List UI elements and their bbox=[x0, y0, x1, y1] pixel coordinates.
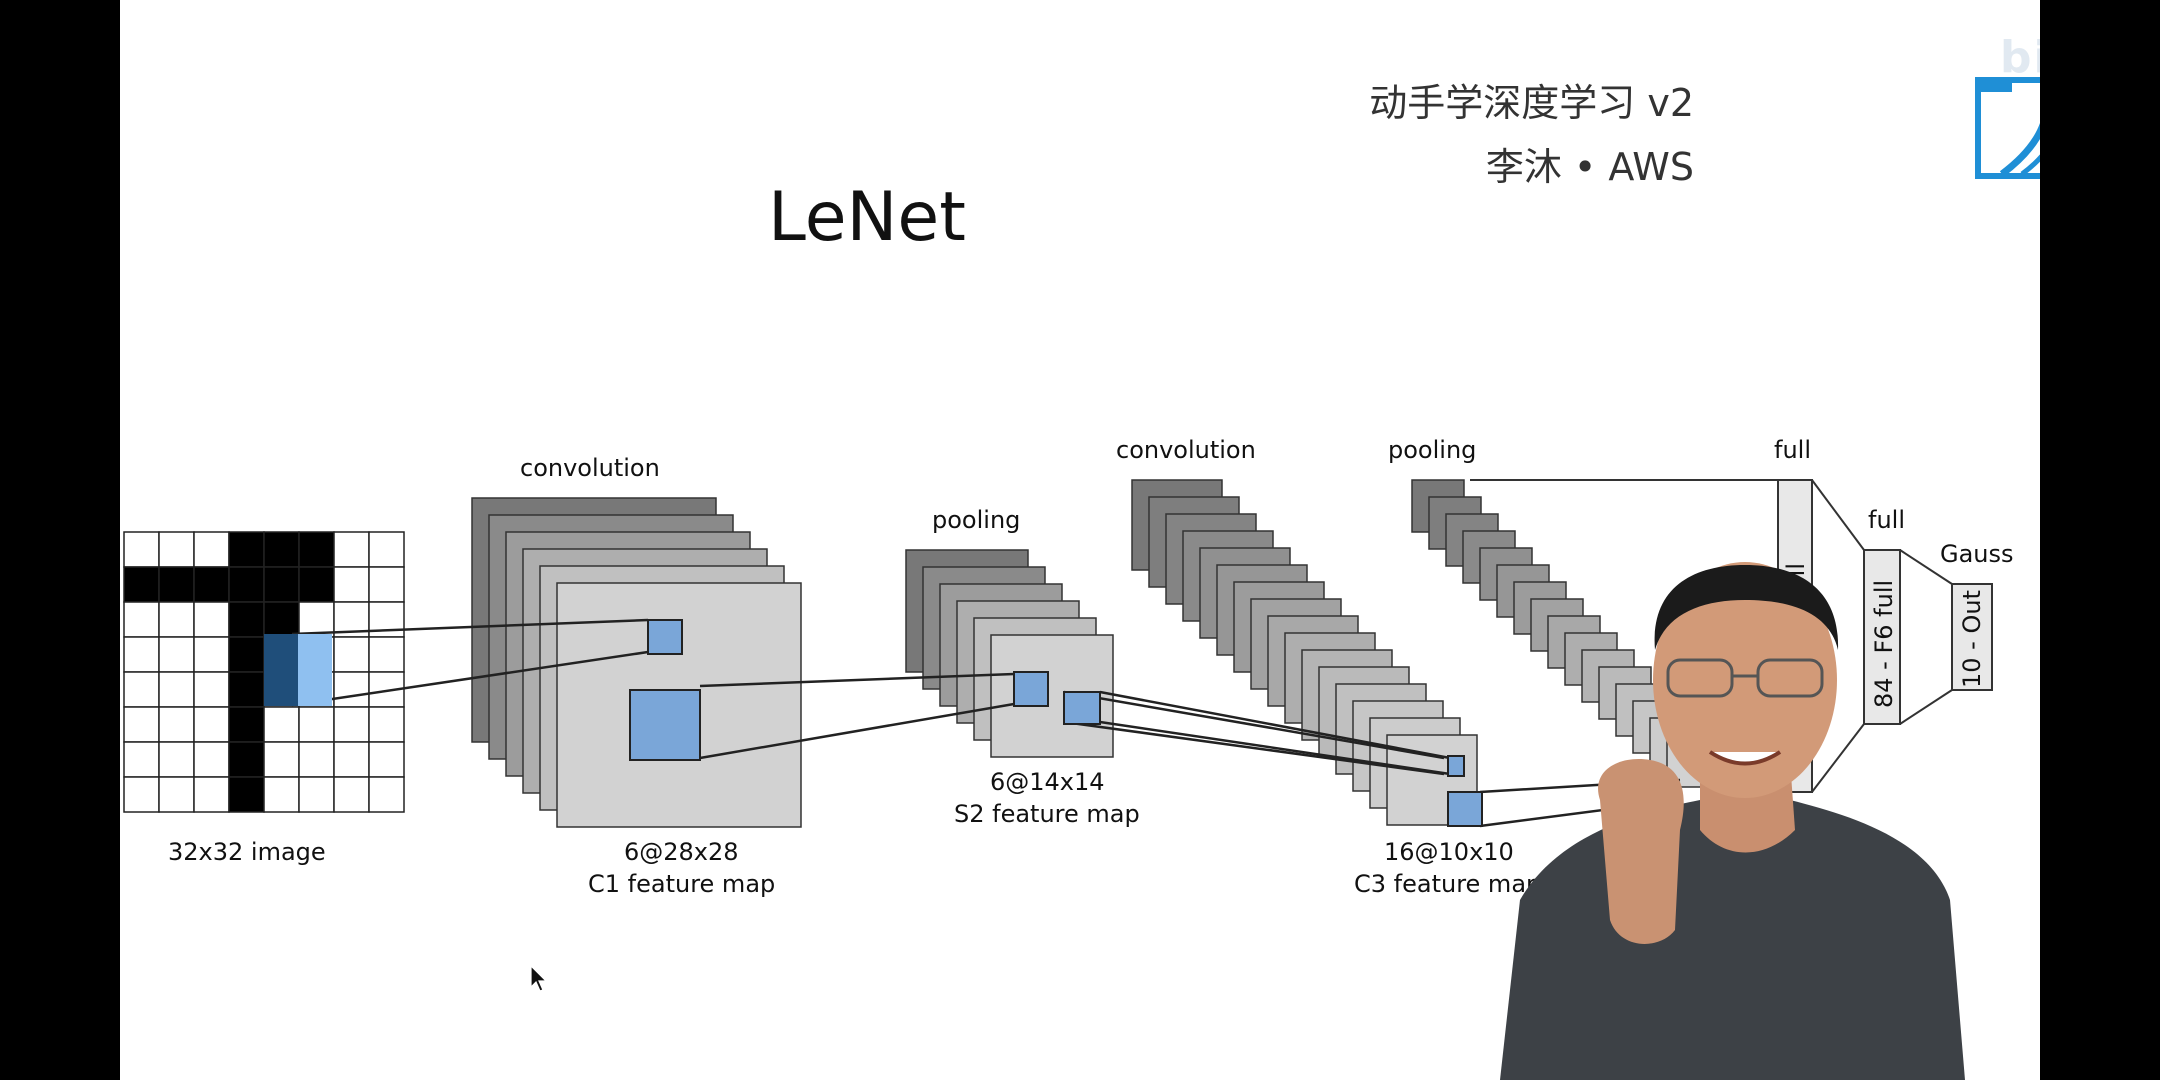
input-grid-cell bbox=[333, 636, 370, 673]
input-grid-cell bbox=[193, 741, 230, 778]
input-grid-cell bbox=[368, 636, 405, 673]
slide-title: LeNet bbox=[768, 178, 966, 257]
c3-size-caption: 16@10x10 bbox=[1384, 838, 1514, 866]
s2-kernel-b bbox=[1063, 691, 1101, 725]
slide: LeNet 动手学深度学习 v2 李沐 • AWS bilibili bbox=[120, 0, 2040, 1080]
presenter-hair bbox=[1654, 565, 1839, 650]
input-grid-cell bbox=[263, 741, 300, 778]
input-grid-cell bbox=[228, 566, 265, 603]
input-grid-cell bbox=[228, 706, 265, 743]
input-grid-cell bbox=[298, 601, 335, 638]
input-grid-cell bbox=[193, 531, 230, 568]
input-grid-cell bbox=[298, 776, 335, 813]
c1-name-caption: C1 feature map bbox=[588, 870, 775, 898]
bilibili-watermark: bilibili bbox=[2000, 32, 2040, 83]
conv2-label: convolution bbox=[1116, 436, 1256, 464]
input-grid-cell bbox=[123, 776, 160, 813]
input-grid-cell bbox=[298, 741, 335, 778]
s2-size-caption: 6@14x14 bbox=[990, 768, 1105, 796]
input-grid-cell bbox=[263, 776, 300, 813]
presenter-hand bbox=[1598, 759, 1684, 944]
mouse-cursor-icon bbox=[530, 965, 548, 992]
c3-kernel-b bbox=[1447, 791, 1483, 827]
input-grid-cell bbox=[193, 671, 230, 708]
conv1-label: convolution bbox=[520, 454, 660, 482]
c1-kernel-small bbox=[647, 619, 683, 655]
input-grid-cell bbox=[368, 776, 405, 813]
gauss-label: Gauss bbox=[1940, 540, 2014, 568]
input-grid-cell bbox=[368, 566, 405, 603]
c3-kernel-a bbox=[1447, 755, 1465, 777]
pool2-label: pooling bbox=[1388, 436, 1476, 464]
input-grid-cell bbox=[158, 531, 195, 568]
s2-kernel-a bbox=[1013, 671, 1049, 707]
input-receptive-field bbox=[264, 634, 298, 706]
input-grid-cell bbox=[158, 636, 195, 673]
s2-name-caption: S2 feature map bbox=[954, 800, 1140, 828]
input-grid-cell bbox=[228, 531, 265, 568]
input-grid-cell bbox=[333, 776, 370, 813]
input-grid-cell bbox=[333, 531, 370, 568]
full2-label: full bbox=[1868, 506, 1905, 534]
course-title: 动手学深度学习 v2 bbox=[1369, 81, 1694, 125]
presenter-glasses bbox=[1666, 658, 1824, 698]
input-grid-cell bbox=[333, 706, 370, 743]
input-grid-cell bbox=[368, 531, 405, 568]
input-grid-cell bbox=[263, 566, 300, 603]
input-caption: 32x32 image bbox=[168, 838, 326, 866]
input-grid-cell bbox=[158, 601, 195, 638]
input-grid-cell bbox=[158, 706, 195, 743]
presenter-mouth bbox=[1708, 750, 1782, 766]
c1-size-caption: 6@28x28 bbox=[624, 838, 739, 866]
c3-name-caption: C3 feature map bbox=[1354, 870, 1541, 898]
input-grid-cell bbox=[228, 741, 265, 778]
presenter-face bbox=[1653, 562, 1837, 798]
pool1-label: pooling bbox=[932, 506, 1020, 534]
input-grid-cell bbox=[228, 776, 265, 813]
full1-label: full bbox=[1774, 436, 1811, 464]
input-receptive-field-light bbox=[298, 634, 332, 706]
input-grid-cell bbox=[368, 741, 405, 778]
input-grid-cell bbox=[123, 741, 160, 778]
f6-vertical-label: 84 - F6 full bbox=[1870, 580, 1898, 708]
author-line: 李沐 • AWS bbox=[1485, 145, 1694, 189]
d2l-logo-icon bbox=[1975, 77, 2040, 179]
input-grid-cell bbox=[193, 636, 230, 673]
out-vertical-label: 10 - Out bbox=[1958, 590, 1986, 688]
c1-kernel-large bbox=[629, 689, 701, 761]
input-grid-cell bbox=[368, 706, 405, 743]
input-grid-cell bbox=[158, 741, 195, 778]
input-grid-cell bbox=[263, 531, 300, 568]
